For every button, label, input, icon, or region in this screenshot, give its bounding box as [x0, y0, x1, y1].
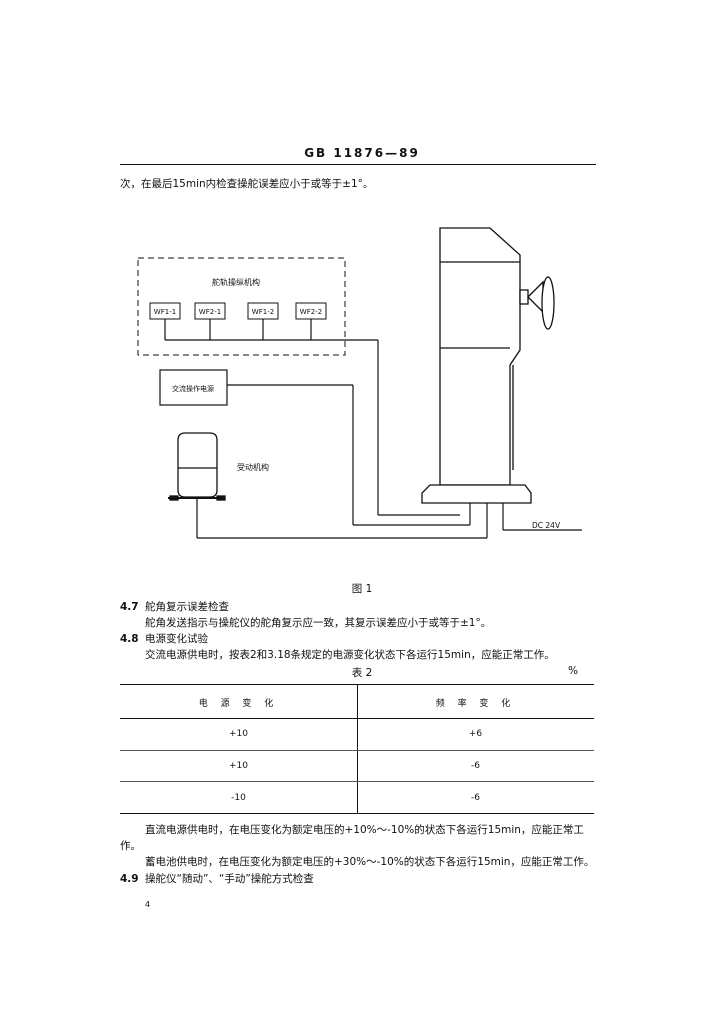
section-4-8-title: 电源变化试验	[145, 633, 208, 645]
standard-number: GB 11876—89	[304, 146, 420, 160]
para-dc-line-1: 直流电源供电时，在电压变化为额定电压的+10%～-10%的状态下各运行15min…	[145, 824, 584, 836]
figure-caption: 图 1	[351, 583, 373, 595]
table-header-rule	[120, 718, 594, 719]
para-dc-line-2: 作。	[120, 840, 141, 852]
table-2-unit: %	[568, 665, 578, 677]
section-4-7-title: 舵角复示误差检查	[145, 601, 229, 613]
intro-line: 次，在最后15min内检查操舵误差应小于或等于±1°。	[120, 178, 374, 190]
section-4-8-number: 4.8	[120, 633, 139, 645]
table-2-title: 表 2	[351, 667, 373, 679]
para-battery: 蓄电池供电时，在电压变化为额定电压的+30%～-10%的状态下各运行15min，…	[145, 856, 595, 868]
section-4-9-number: 4.9	[120, 873, 139, 885]
repeater-box	[159, 369, 228, 406]
control-box-frame	[137, 257, 346, 356]
section-4-7-body: 舵角发送指示与操舵仪的舵角复示应一致，其复示误差应小于或等于±1°。	[145, 617, 492, 629]
unit-label-3: WF1-2	[252, 308, 274, 316]
table-row-3-power: -10	[231, 793, 246, 803]
table-header-power: 电 源 变 化	[198, 699, 279, 709]
actuator-label: 受动机构	[237, 462, 269, 472]
table-row-3-frequency: -6	[471, 793, 480, 803]
table-row-rule-1	[120, 750, 594, 751]
table-header-frequency: 频 率 变 化	[435, 699, 516, 709]
table-row-2-frequency: -6	[471, 761, 480, 771]
unit-label-4: WF2-2	[300, 308, 322, 316]
section-4-8-body: 交流电源供电时，按表2和3.18条规定的电源变化状态下各运行15min，应能正常…	[145, 649, 555, 661]
table-row-2-power: +10	[229, 761, 248, 771]
actuator-icon	[168, 432, 226, 501]
dc-label: DC 24V	[532, 521, 561, 530]
unit-label-1: WF1-1	[154, 308, 176, 316]
page-number: 4	[145, 900, 151, 909]
unit-label-2: WF2-1	[199, 308, 221, 316]
table-row-1-frequency: +6	[468, 729, 483, 739]
section-4-7-number: 4.7	[120, 601, 139, 613]
table-bottom-rule	[120, 813, 594, 814]
unit-bus-wiring	[164, 319, 582, 539]
repeater-box-label: 交流操作电源	[172, 384, 214, 393]
table-column-divider	[357, 684, 358, 813]
table-row-1-power: +10	[229, 729, 248, 739]
section-4-9-title: 操舵仪“随动”、“手动”操舵方式检查	[145, 873, 314, 885]
control-box-label: 舵轨操纵机构	[212, 277, 260, 287]
steering-console-icon	[421, 227, 555, 504]
header-rule	[120, 164, 596, 165]
table-row-rule-2	[120, 781, 594, 782]
